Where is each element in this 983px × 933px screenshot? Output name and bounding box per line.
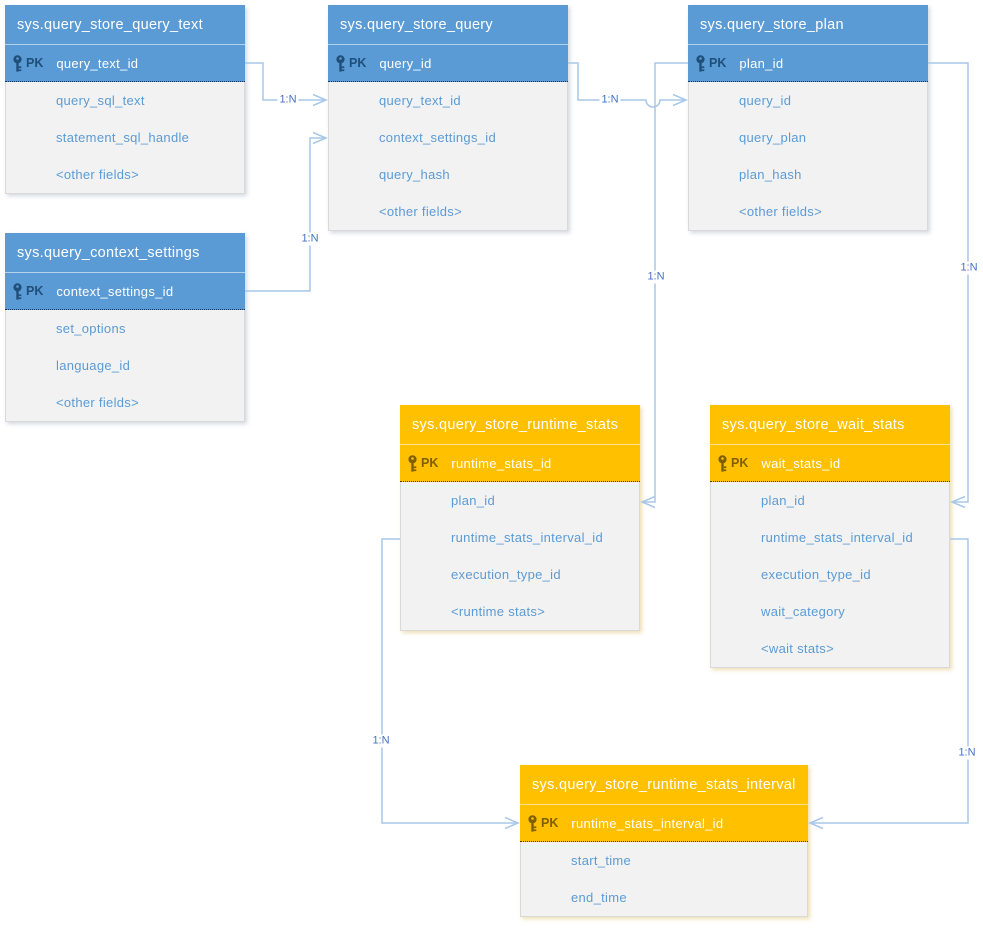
field-row: query_hash (379, 167, 450, 182)
primary-key-row: PK query_text_id (5, 44, 245, 82)
field-row: <other fields> (56, 167, 139, 182)
table-title: sys.query_store_plan (688, 5, 928, 44)
pk-field-name: query_text_id (56, 55, 139, 71)
table-title: sys.query_store_runtime_stats (400, 405, 640, 444)
pk-tag: PK (26, 284, 44, 298)
primary-key-row: PK context_settings_id (5, 272, 245, 310)
field-list: query_text_id context_settings_id query_… (328, 82, 568, 231)
primary-key-row: PK plan_id (688, 44, 928, 82)
cardinality-label: 1:N (958, 261, 980, 275)
field-row: plan_id (451, 493, 496, 508)
entity-query-store-runtime-stats[interactable]: sys.query_store_runtime_stats PK runtime… (400, 405, 640, 631)
table-title: sys.query_store_wait_stats (710, 405, 950, 444)
field-row: <other fields> (56, 395, 139, 410)
cardinality-label: 1:N (277, 93, 299, 107)
connector-query-to-plan (568, 62, 688, 108)
table-title: sys.query_store_query_text (5, 5, 245, 44)
table-title: sys.query_store_runtime_stats_interval (520, 765, 808, 804)
entity-query-store-plan[interactable]: sys.query_store_plan PK plan_id query_id… (688, 5, 928, 231)
field-row: runtime_stats_interval_id (761, 530, 914, 545)
field-row: language_id (56, 358, 131, 373)
field-row: <wait stats> (761, 641, 834, 656)
field-row: plan_id (761, 493, 806, 508)
table-title: sys.query_store_query (328, 5, 568, 44)
primary-key-row: PK runtime_stats_id (400, 444, 640, 482)
field-row: execution_type_id (761, 567, 871, 582)
table-title: sys.query_context_settings (5, 233, 245, 272)
cardinality-label: 1:N (956, 746, 978, 760)
field-list: start_time end_time (520, 842, 808, 917)
field-row: <other fields> (379, 204, 462, 219)
field-row: query_sql_text (56, 93, 145, 108)
primary-key-row: PK runtime_stats_interval_id (520, 804, 808, 842)
primary-key-icon (12, 282, 24, 300)
pk-field-name: query_id (379, 55, 432, 71)
field-row: start_time (571, 853, 632, 868)
pk-field-name: runtime_stats_id (451, 455, 552, 471)
field-row: query_plan (739, 130, 807, 145)
pk-tag: PK (731, 456, 749, 470)
entity-query-store-query-text[interactable]: sys.query_store_query_text PK query_text… (5, 5, 245, 194)
field-row: set_options (56, 321, 126, 336)
field-row: runtime_stats_interval_id (451, 530, 604, 545)
field-row: context_settings_id (379, 130, 496, 145)
pk-field-name: runtime_stats_interval_id (571, 815, 724, 831)
field-row: <runtime stats> (451, 604, 546, 619)
entity-query-store-wait-stats[interactable]: sys.query_store_wait_stats PK wait_stats… (710, 405, 950, 668)
field-row: query_id (739, 93, 792, 108)
field-row: end_time (571, 890, 627, 905)
field-list: query_id query_plan plan_hash <other fie… (688, 82, 928, 231)
primary-key-icon (527, 814, 539, 832)
field-list: set_options language_id <other fields> (5, 310, 245, 422)
pk-tag: PK (541, 816, 559, 830)
pk-field-name: context_settings_id (56, 283, 174, 299)
connector-context-settings-to-query (245, 131, 328, 292)
entity-query-context-settings[interactable]: sys.query_context_settings PK context_se… (5, 233, 245, 422)
field-row: <other fields> (739, 204, 822, 219)
pk-tag: PK (709, 56, 727, 70)
pk-tag: PK (349, 56, 367, 70)
primary-key-row: PK wait_stats_id (710, 444, 950, 482)
cardinality-label: 1:N (299, 232, 321, 246)
primary-key-icon (695, 54, 707, 72)
field-row: execution_type_id (451, 567, 561, 582)
field-list: query_sql_text statement_sql_handle <oth… (5, 82, 245, 194)
cardinality-label: 1:N (370, 734, 392, 748)
primary-key-icon (12, 54, 24, 72)
pk-field-name: plan_id (739, 55, 784, 71)
entity-query-store-query[interactable]: sys.query_store_query PK query_id query_… (328, 5, 568, 231)
field-row: plan_hash (739, 167, 802, 182)
pk-field-name: wait_stats_id (761, 455, 841, 471)
field-list: plan_id runtime_stats_interval_id execut… (400, 482, 640, 631)
field-row: query_text_id (379, 93, 461, 108)
primary-key-icon (717, 454, 729, 472)
primary-key-icon (407, 454, 419, 472)
field-row: statement_sql_handle (56, 130, 190, 145)
pk-tag: PK (421, 456, 439, 470)
cardinality-label: 1:N (599, 93, 621, 107)
field-row: wait_category (761, 604, 846, 619)
cardinality-label: 1:N (645, 270, 667, 284)
entity-query-store-runtime-stats-interval[interactable]: sys.query_store_runtime_stats_interval P… (520, 765, 808, 917)
field-list: plan_id runtime_stats_interval_id execut… (710, 482, 950, 668)
primary-key-row: PK query_id (328, 44, 568, 82)
primary-key-icon (335, 54, 347, 72)
pk-tag: PK (26, 56, 44, 70)
